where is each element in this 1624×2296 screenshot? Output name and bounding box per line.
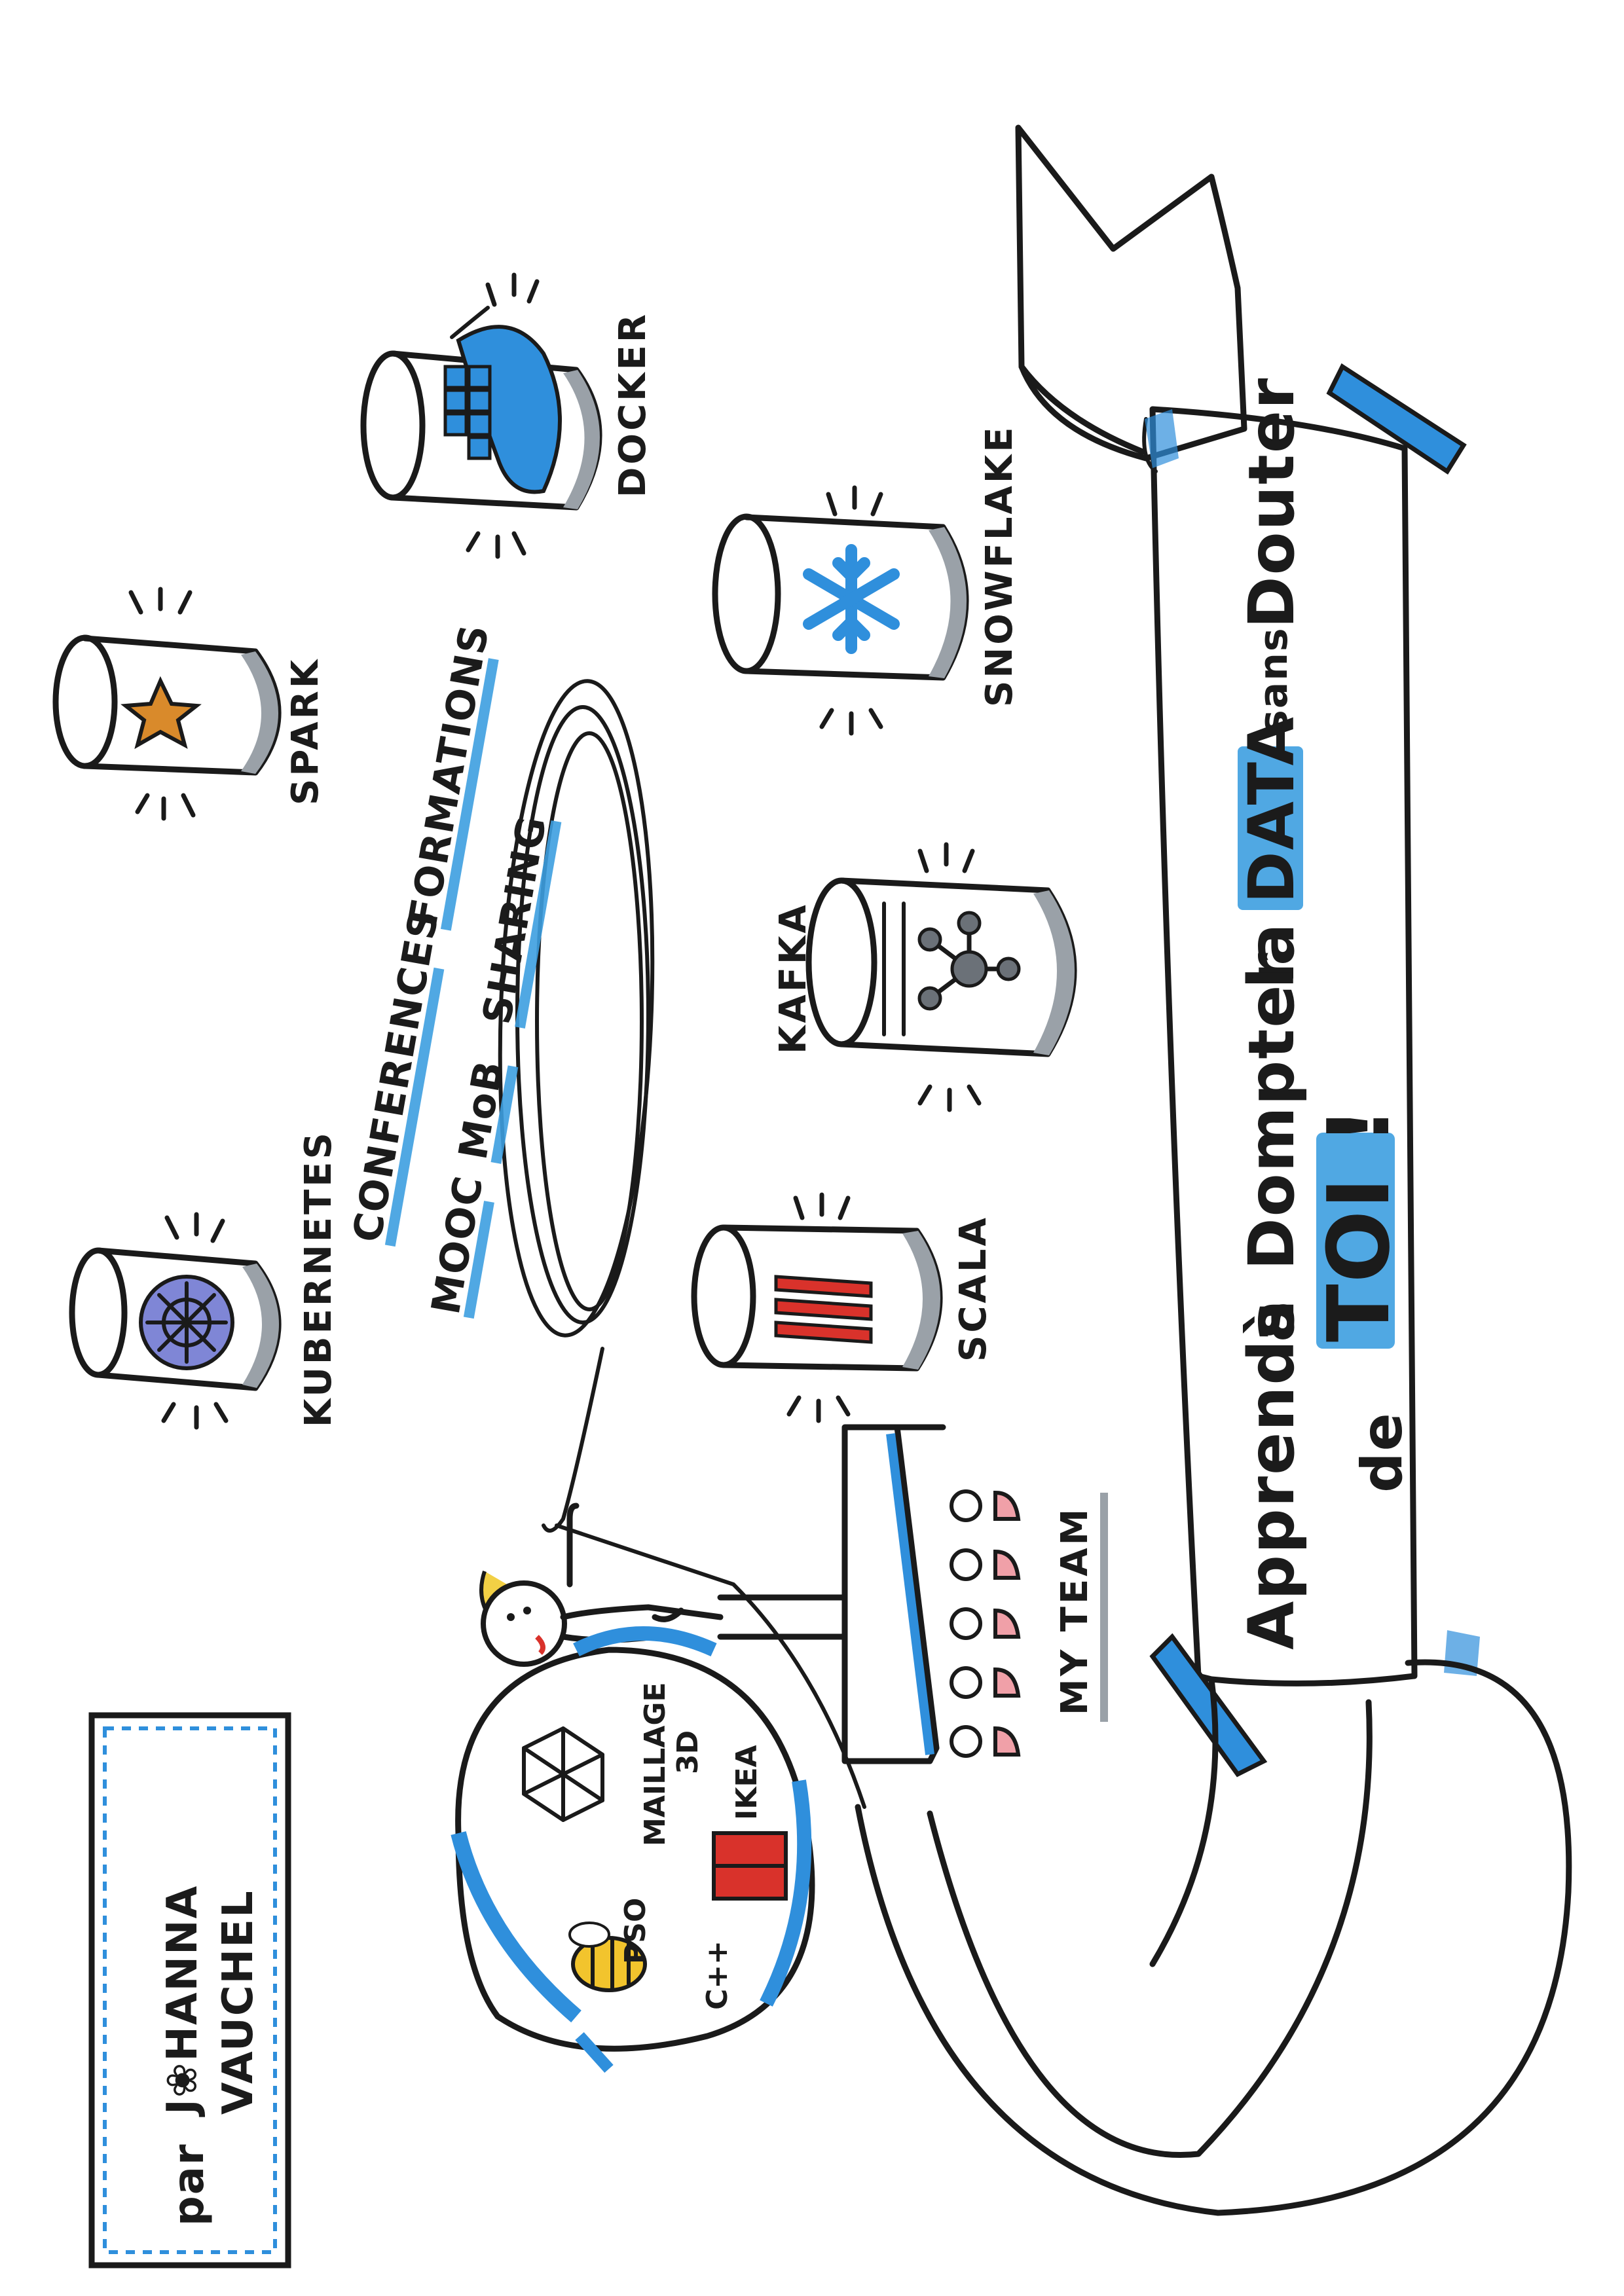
team-members bbox=[950, 1489, 1021, 1758]
kubernetes-can: KUBERNETES bbox=[69, 1130, 340, 1430]
team-label: MY TEAM bbox=[1054, 1506, 1096, 1715]
spark-star-icon bbox=[120, 676, 202, 750]
scala-label: SCALA bbox=[952, 1215, 995, 1362]
spark-can: SPARK bbox=[52, 587, 327, 821]
banner-sans: sans bbox=[1251, 627, 1297, 733]
docker-can: DOCKER bbox=[360, 272, 654, 559]
kubernetes-label: KUBERNETES bbox=[297, 1130, 340, 1427]
signature-last-name: VAUCHEL bbox=[214, 1889, 263, 2115]
kafka-icon bbox=[917, 911, 1021, 1011]
signature-first-name: J❀HANNA bbox=[158, 1885, 207, 2117]
docker-label: DOCKER bbox=[612, 312, 654, 498]
character-face bbox=[481, 1580, 567, 1667]
mesh-3d-icon bbox=[522, 1726, 604, 1822]
tape-bottom bbox=[1149, 1630, 1480, 1777]
banner-tail-top bbox=[1015, 124, 1247, 462]
banner-dompter: Dompter bbox=[1235, 951, 1308, 1270]
banner-apprends: Apprends bbox=[1235, 1300, 1308, 1650]
bag-maillage: MAILLAGE bbox=[638, 1682, 672, 1846]
scala-icon bbox=[774, 1275, 873, 1344]
scala-can: SCALA bbox=[691, 1192, 995, 1423]
kafka-label: KAFKA bbox=[772, 902, 815, 1054]
banner-douter: Douter bbox=[1235, 377, 1308, 629]
banner-body bbox=[1149, 406, 1418, 1686]
banner-tail-bottom bbox=[855, 1659, 1572, 2216]
bag-maillage-3d: 3D bbox=[671, 1730, 705, 1774]
snowflake-can: SNOWFLAKE bbox=[712, 425, 1021, 736]
bee-icon bbox=[568, 1922, 647, 1992]
banner-de: de bbox=[1350, 1412, 1415, 1493]
snowflake-icon bbox=[803, 544, 900, 654]
learning-conferences: CONFERENCES bbox=[344, 905, 448, 1245]
learning-formations: FORMATIONS bbox=[400, 621, 498, 930]
snowflake-label: SNOWFLAKE bbox=[978, 425, 1021, 708]
bag-cpp: C++ bbox=[701, 1941, 734, 2010]
bag-pso: PSO bbox=[619, 1898, 652, 1964]
signature-par: par bbox=[165, 2143, 213, 2226]
backpack-body bbox=[455, 1647, 815, 2052]
signature-box: par J❀HANNA VAUCHEL bbox=[88, 1712, 291, 2269]
docker-whale-icon bbox=[443, 306, 562, 494]
banner: Apprends à Dompter la DATA sans Douter d… bbox=[855, 124, 1572, 2216]
team-board: MY TEAM bbox=[841, 1424, 1108, 1764]
spark-label: SPARK bbox=[284, 657, 327, 805]
bag-ikea: IKEA bbox=[730, 1745, 764, 1820]
banner-data: DATA bbox=[1235, 716, 1308, 903]
ikea-box-icon bbox=[712, 1831, 788, 1901]
banner-la: la bbox=[1235, 922, 1308, 989]
learning-words: CONFERENCES FORMATIONS MOOC MoB SHARING bbox=[344, 621, 562, 1319]
backpack: MAILLAGE 3D IKEA PSO C++ bbox=[451, 1626, 815, 2073]
banner-a: à bbox=[1235, 1298, 1308, 1342]
banner-toi: TOI ! bbox=[1309, 1105, 1409, 1342]
character bbox=[479, 1503, 848, 1667]
kafka-can: KAFKA bbox=[772, 842, 1077, 1112]
tape-top bbox=[1145, 363, 1467, 475]
